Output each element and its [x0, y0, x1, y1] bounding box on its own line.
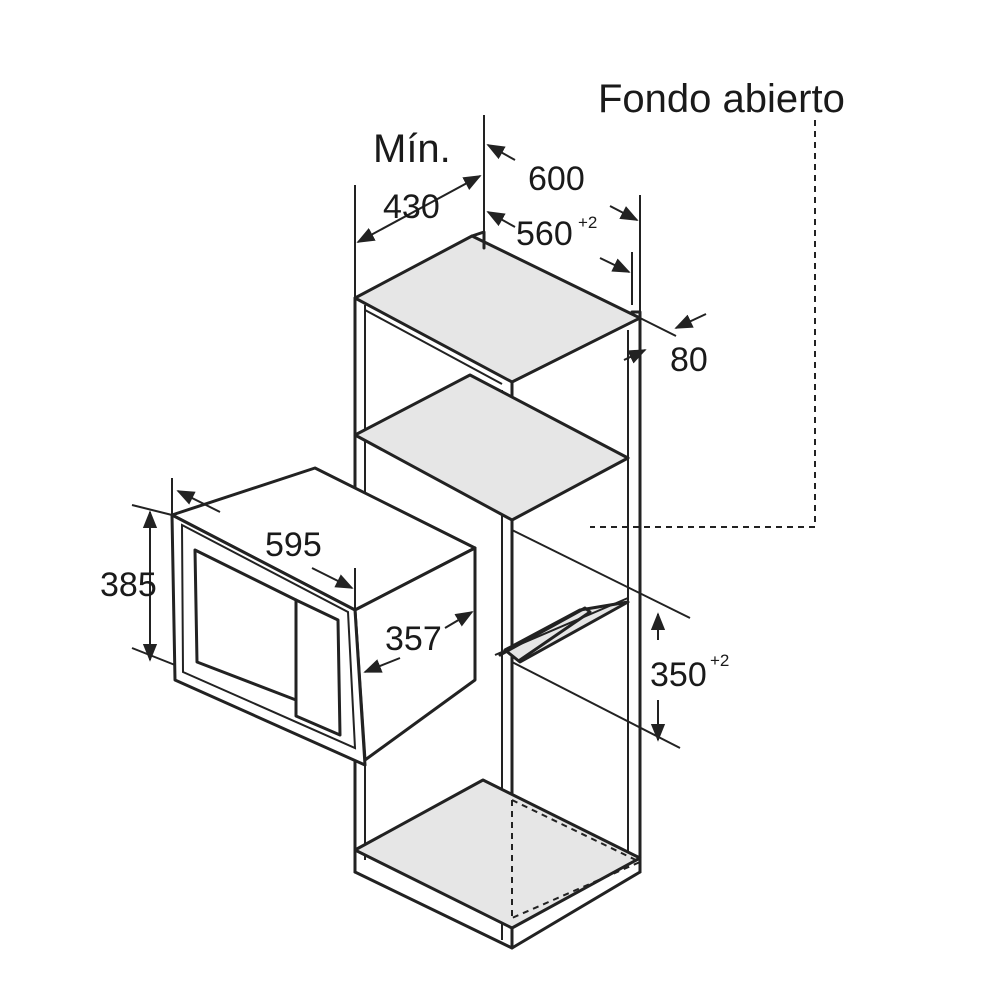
- open-back-label: Fondo abierto: [598, 77, 845, 121]
- labels: Fondo abierto Mín. 430 600 560 +2 80 595…: [100, 77, 845, 694]
- dim-385-label: 385: [100, 566, 157, 604]
- dim-600-line: [486, 144, 516, 161]
- dim-80-label: 80: [670, 341, 708, 379]
- dim-595-label: 595: [265, 526, 322, 564]
- open-back-outline: [511, 799, 643, 919]
- dim-560-tolerance: +2: [578, 213, 597, 232]
- cabinet: [353, 230, 643, 950]
- dim-357-label: 357: [385, 620, 442, 658]
- dim-350-label: 350: [650, 656, 707, 694]
- dim-357-line: [363, 657, 401, 673]
- microwave-control-panel: [294, 598, 342, 737]
- dim-600-label: 600: [528, 160, 585, 198]
- upper-shelf: [353, 373, 630, 522]
- dim-80-line: [674, 313, 707, 329]
- niche-shelf: [503, 600, 630, 664]
- cabinet-top: [353, 234, 642, 384]
- open-back-leader: [590, 120, 816, 528]
- dim-350-tolerance: +2: [710, 651, 729, 670]
- dim-595-line: [176, 490, 221, 513]
- dimensions: [131, 115, 816, 749]
- dim-560-line: [486, 211, 516, 228]
- dim-430-line: [356, 175, 482, 243]
- min-label: Mín.: [373, 127, 451, 171]
- microwave: [170, 466, 477, 767]
- microwave-front: [170, 513, 367, 767]
- dim-430-label: 430: [383, 188, 440, 226]
- dim-560-label: 560: [516, 215, 573, 253]
- cabinet-base: [353, 778, 642, 930]
